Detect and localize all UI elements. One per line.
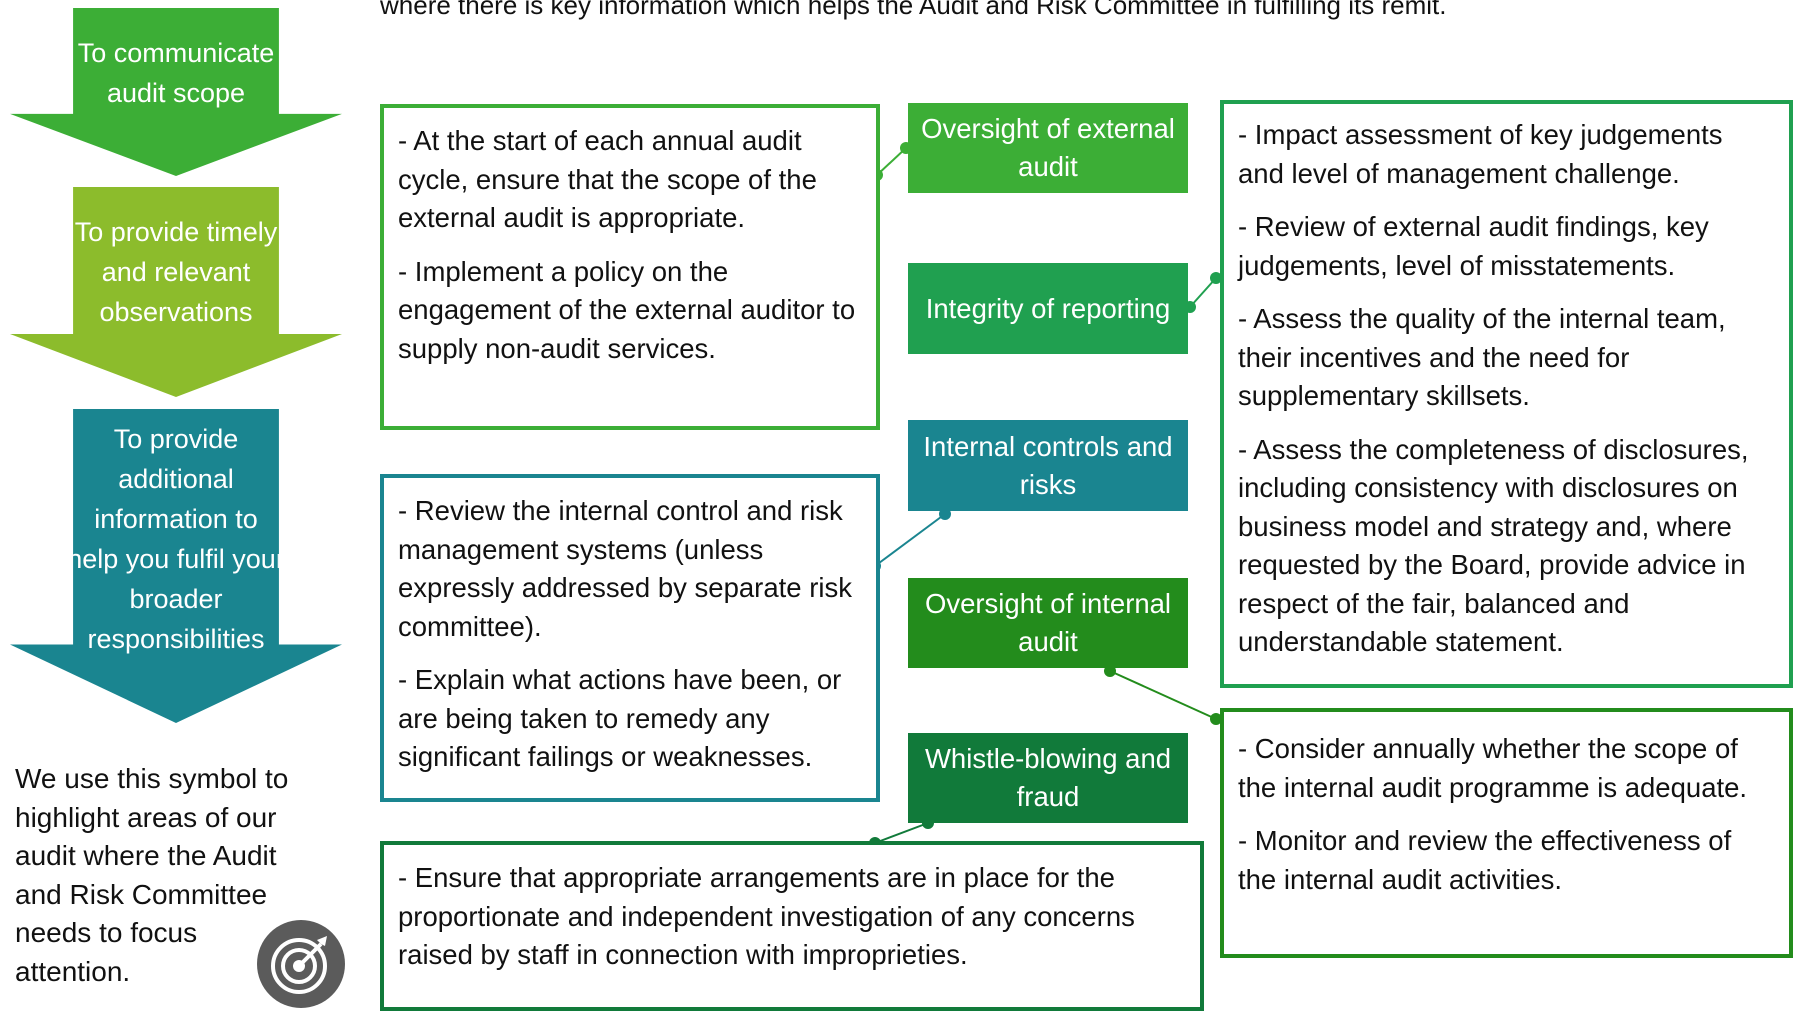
box-item: - Assess the completeness of disclosures… [1238, 433, 1749, 658]
box-external-audit: - At the start of each annual audit cycl… [380, 104, 880, 430]
intro-text: where there is key information which hel… [380, 0, 1447, 20]
purpose-label: To provide additional information to hel… [67, 424, 285, 654]
box-item: - Monitor and review the effectiveness o… [1238, 825, 1732, 895]
box-internal-controls: - Review the internal control and risk m… [380, 474, 880, 802]
legend-text: We use this symbol to highlight areas of… [15, 763, 289, 987]
area-label-external-audit: Oversight of external audit [908, 103, 1188, 193]
box-item: - At the start of each annual audit cycl… [398, 125, 817, 233]
connector-integrity [1189, 277, 1217, 308]
box-item: - Assess the quality of the internal tea… [1238, 303, 1726, 411]
area-label-internal-controls: Internal controls and risks [908, 420, 1188, 511]
connector-internal-controls [874, 513, 946, 567]
target-icon [257, 920, 345, 1008]
box-item: - Ensure that appropriate arrangements a… [398, 862, 1135, 970]
box-whistleblowing: - Ensure that appropriate arrangements a… [380, 841, 1204, 1011]
connector-internal-audit [1109, 670, 1217, 720]
box-item: - Explain what actions have been, or are… [398, 664, 842, 772]
box-item: - Impact assessment of key judgements an… [1238, 119, 1723, 189]
purpose-label: To communicate audit scope [77, 38, 275, 108]
area-label-whistleblowing: Whistle-blowing and fraud [908, 733, 1188, 823]
box-item: - Consider annually whether the scope of… [1238, 733, 1748, 803]
connector-whistleblowing [874, 822, 929, 844]
purpose-label: To provide timely and relevant observati… [74, 217, 278, 327]
box-item: - Review the internal control and risk m… [398, 495, 852, 642]
box-integrity: - Impact assessment of key judgements an… [1220, 100, 1793, 688]
area-label-internal-audit: Oversight of internal audit [908, 578, 1188, 668]
box-item: - Review of external audit findings, key… [1238, 211, 1709, 281]
connector-external-audit [876, 147, 907, 176]
box-item: - Implement a policy on the engagement o… [398, 255, 856, 364]
box-internal-audit: - Consider annually whether the scope of… [1220, 708, 1793, 958]
area-label-integrity: Integrity of reporting [908, 263, 1188, 354]
